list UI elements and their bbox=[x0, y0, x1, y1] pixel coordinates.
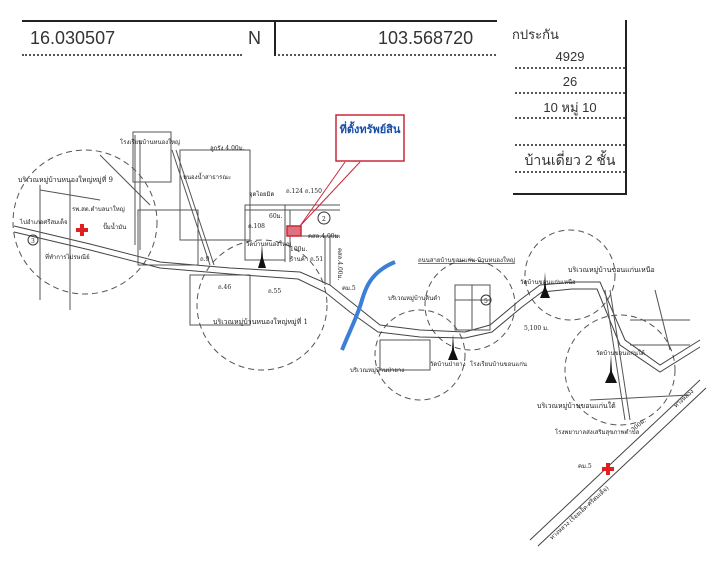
dotline bbox=[515, 171, 625, 173]
label-highway-b: ทางหลวง bbox=[673, 388, 696, 409]
label-house-9: ถ.9 bbox=[200, 256, 210, 263]
form-divider bbox=[274, 20, 276, 56]
label-laterite-road: ลูกรัง 4.00ม. bbox=[210, 145, 245, 152]
village-payang-area bbox=[374, 309, 466, 401]
main-road bbox=[13, 225, 701, 373]
label-gas-station: ปั๊มน้ำมัน bbox=[103, 221, 126, 231]
marker-3 bbox=[27, 234, 39, 246]
label-house-124: ถ.124 ถ.150 bbox=[286, 188, 322, 195]
label-km5-b: คม.5 bbox=[578, 463, 592, 470]
deed-number: 4929 bbox=[555, 49, 585, 64]
label-health-center: รพ.สต.ตำบลนาใหญ่ bbox=[72, 205, 125, 213]
label-point: จุดไอยมิด bbox=[249, 190, 275, 198]
address-number: 10 หมู่ 10 bbox=[543, 100, 597, 115]
label-house-46: ถ.46 bbox=[218, 284, 231, 291]
marker-2 bbox=[317, 211, 331, 225]
label-km5-a: คม.5 bbox=[342, 285, 356, 292]
label-temple-kk-south: วัดบ้านขอนแก่นใต้ bbox=[596, 349, 645, 357]
label-village-kk-north: บริเวณหมู่บ้านขอนแก่นเหนือ bbox=[568, 266, 655, 274]
label-office: ที่ทำการไปรษณีย์ bbox=[45, 253, 90, 261]
marker-3-label: 3 bbox=[31, 238, 35, 245]
right-panel-bottom bbox=[513, 193, 627, 195]
latitude-value: 16.030507 bbox=[30, 28, 116, 48]
longitude-value: 103.568720 bbox=[378, 28, 474, 48]
river bbox=[340, 260, 396, 351]
label-public-pond: หนองน้ำสาธารณะ bbox=[183, 171, 231, 181]
temple-icon bbox=[258, 244, 617, 383]
village-9-area bbox=[12, 149, 158, 295]
label-shop: ร้านค้า ถ.51 bbox=[290, 256, 323, 263]
right-panel-border bbox=[625, 20, 627, 195]
dotline bbox=[515, 92, 625, 94]
right-header: กประกัน bbox=[512, 27, 559, 42]
label-5100m: 5,100 ม. bbox=[524, 325, 549, 332]
dotline bbox=[515, 117, 625, 119]
longitude-dotline bbox=[278, 54, 496, 56]
local-roads bbox=[39, 131, 691, 421]
village-dindam-area bbox=[424, 259, 516, 351]
label-house-108: ถ.108 bbox=[248, 223, 265, 230]
hospital-icon bbox=[76, 224, 614, 475]
label-hospital-sub: โรงพยาบาลส่งเสริมสุขภาพตำบล bbox=[555, 428, 640, 436]
building-type: บ้านเดี่ยว 2 ชั้น bbox=[524, 152, 616, 168]
label-temple-payang: วัดบ้านป่ายาง bbox=[430, 361, 466, 368]
marker-5-label: 5 bbox=[484, 298, 488, 305]
property-location-marker bbox=[286, 225, 302, 237]
land-number: 26 bbox=[562, 74, 578, 89]
village-kk-south-area bbox=[564, 314, 676, 426]
label-village-9: บริเวณหมู่บ้านหนองใหญ่หมู่ที่ 9 bbox=[18, 175, 113, 184]
marker-2-label: 2 bbox=[322, 216, 326, 223]
highway bbox=[529, 379, 707, 547]
label-temple-kk-north: วัดบ้านขอนแก่นเหนือ bbox=[520, 278, 576, 286]
property-callout: ที่ตั้งทรัพย์สิน bbox=[299, 114, 405, 227]
form-top-border bbox=[22, 20, 497, 22]
label-temple-nongyai: วัดบ้านหนองใหญ่ bbox=[246, 240, 291, 248]
label-village-payang: บริเวณหมู่บ้านป่ายาง bbox=[350, 367, 404, 374]
label-main-road: ถนนสายบ้านขอนแก่น-บ้านหนองใหญ่ bbox=[418, 256, 515, 264]
latitude-dotline bbox=[22, 54, 242, 56]
label-100m: 100ม. bbox=[290, 246, 307, 253]
village-kk-north-area bbox=[524, 229, 616, 321]
label-60m: 60ม. bbox=[269, 213, 283, 220]
village-1-area bbox=[196, 239, 328, 371]
dotline bbox=[515, 67, 625, 69]
label-village-kk-south: บริเวณหมู่บ้านขอนแก่นใต้ bbox=[537, 401, 616, 410]
label-to-district: ไปอำเภอศรีสมเด็จ bbox=[19, 217, 68, 226]
dotline bbox=[515, 144, 625, 146]
callout-label: ที่ตั้งทรัพย์สิน bbox=[340, 121, 401, 136]
label-house-55: ถ.55 bbox=[268, 288, 281, 295]
label-concrete-road: คสล.4.00ม. bbox=[308, 233, 341, 240]
label-concrete-road-vertical: คสล.4.00ม. bbox=[336, 248, 343, 281]
label-school-khonkaen: โรงเรียนบ้านขอนแก่น bbox=[470, 360, 527, 368]
label-village-1: บริเวณหมู่บ้านหนองใหญ่หมู่ที่ 1 bbox=[213, 317, 308, 326]
label-school-nongyai: โรงเรียนบ้านหนองใหญ่ bbox=[120, 138, 180, 146]
label-village-dindam: บริเวณหมู่บ้านดินดำ bbox=[388, 295, 440, 302]
label-highway-a: ทางหลวง (ร้อยเอ็ด-ศรีสมเด็จ) bbox=[547, 483, 610, 541]
latitude-direction: N bbox=[248, 28, 261, 48]
marker-5 bbox=[480, 294, 492, 306]
